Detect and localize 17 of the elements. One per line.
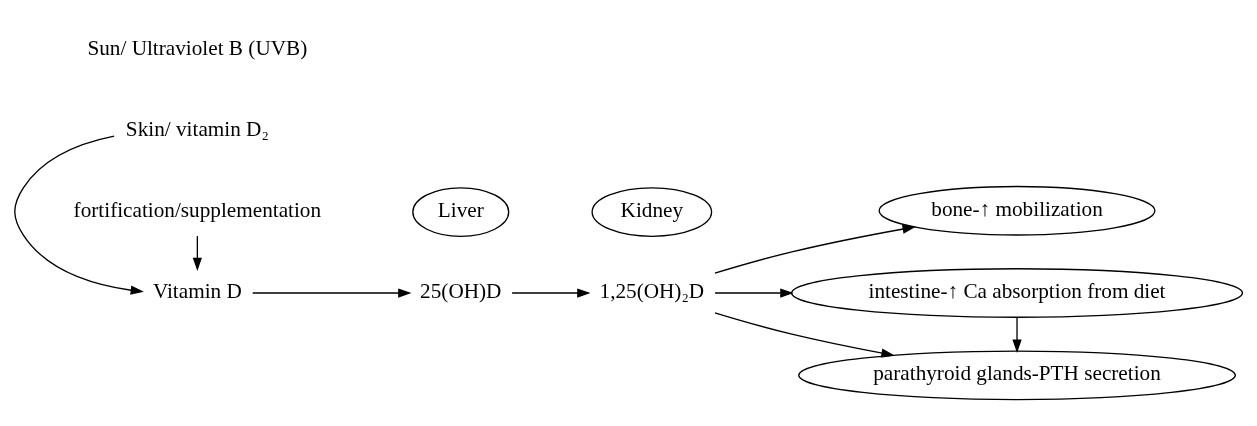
node-text: Skin/ vitamin D₂ (125, 117, 269, 142)
arrow (714, 312, 895, 358)
node-text: 1,25(OH)₂D (599, 279, 705, 304)
arrow (511, 288, 591, 298)
arrow (14, 135, 144, 295)
arrow (714, 224, 916, 274)
label: Sun/ Ultraviolet B (UVB) (87, 36, 308, 61)
node-ellipse: Kidney (591, 187, 713, 237)
node-text: fortification/supplementation (73, 198, 322, 223)
node-text: 25(OH)D (420, 279, 502, 304)
arrow (714, 288, 794, 298)
node-text: Vitamin D (152, 279, 242, 304)
arrow (252, 288, 412, 298)
arrow (1012, 316, 1022, 353)
node-ellipse: Liver (412, 187, 510, 237)
arrow (192, 235, 202, 271)
node-ellipse: intestine-↑ Ca absorption from diet (790, 268, 1244, 318)
